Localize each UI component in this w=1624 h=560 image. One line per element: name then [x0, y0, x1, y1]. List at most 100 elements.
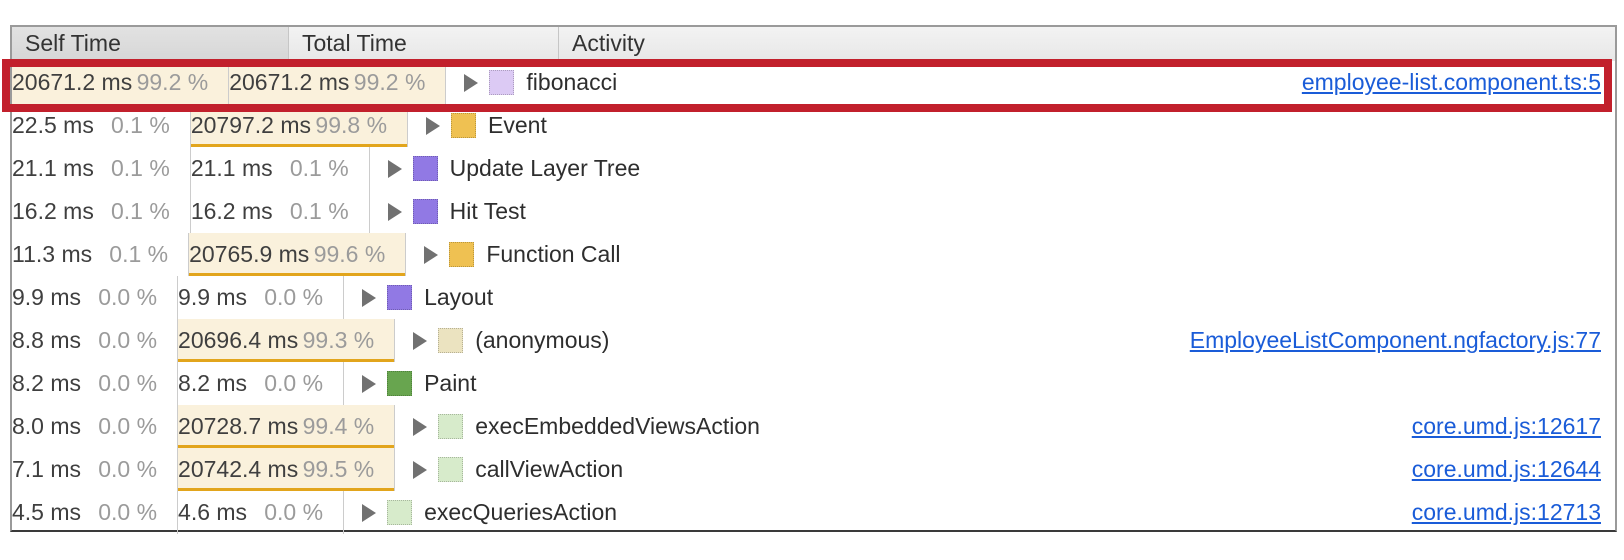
table-row[interactable]: 21.1 ms 0.1 % 21.1 ms 0.1 % Update Layer… — [12, 147, 1615, 190]
self-time-value: 7.1 ms — [12, 456, 82, 482]
self-time-value: 8.8 ms — [12, 327, 82, 353]
expand-arrow-icon[interactable] — [464, 73, 479, 92]
total-time-percent: 0.0 % — [264, 284, 324, 310]
total-time-cell: 20797.2 ms 99.8 % — [190, 104, 409, 147]
activity-cell: Hit Test — [370, 190, 1615, 233]
expand-arrow-icon[interactable] — [387, 202, 402, 221]
total-time-percent: 99.3 % — [302, 327, 375, 353]
category-swatch — [387, 371, 413, 396]
total-time-cell: 20742.4 ms 99.5 % — [178, 448, 396, 491]
total-time-cell: 4.6 ms 0.0 % — [178, 491, 345, 534]
self-time-cell: 7.1 ms 0.0 % — [12, 448, 179, 491]
total-time-cell: 20696.4 ms 99.3 % — [178, 319, 396, 362]
activity-label: Function Call — [486, 241, 621, 267]
table-row[interactable]: 11.3 ms 0.1 % 20765.9 ms 99.6 % Function… — [12, 233, 1615, 276]
self-time-value: 20671.2 ms — [12, 69, 133, 95]
self-time-value: 22.5 ms — [12, 112, 94, 138]
expand-arrow-icon[interactable] — [413, 417, 428, 436]
table-row[interactable]: 22.5 ms 0.1 % 20797.2 ms 99.8 % Event — [12, 104, 1615, 147]
activity-cell: Event — [408, 104, 1615, 147]
total-time-value: 20742.4 ms — [178, 456, 299, 482]
total-time-value: 21.1 ms — [190, 155, 273, 181]
table-row[interactable]: 8.0 ms 0.0 % 20728.7 ms 99.4 % execEmbed… — [12, 405, 1615, 448]
column-header-activity[interactable]: Activity — [559, 27, 1615, 61]
activity-cell: Paint — [344, 362, 1615, 405]
self-time-cell: 16.2 ms 0.1 % — [12, 190, 191, 233]
total-time-percent: 99.5 % — [302, 456, 375, 482]
category-swatch — [387, 500, 413, 525]
total-time-cell: 20671.2 ms 99.2 % — [229, 61, 447, 104]
total-time-cell: 20728.7 ms 99.4 % — [178, 405, 396, 448]
activity-cell: (anonymous) EmployeeListComponent.ngfact… — [395, 319, 1615, 362]
category-swatch — [412, 199, 438, 224]
self-time-percent: 0.1 % — [109, 241, 169, 267]
self-time-percent: 0.0 % — [98, 456, 158, 482]
source-link[interactable]: core.umd.js:12617 — [1411, 413, 1601, 439]
total-time-value: 16.2 ms — [190, 198, 273, 224]
table-row[interactable]: 9.9 ms 0.0 % 9.9 ms 0.0 % Layout — [12, 276, 1615, 319]
source-link[interactable]: core.umd.js:12644 — [1411, 456, 1601, 482]
expand-arrow-icon[interactable] — [387, 159, 402, 178]
self-time-percent: 99.2 % — [136, 69, 209, 95]
self-time-percent: 0.1 % — [111, 155, 170, 181]
self-time-cell: 11.3 ms 0.1 % — [12, 233, 190, 276]
category-swatch — [438, 328, 464, 353]
self-time-cell: 8.2 ms 0.0 % — [12, 362, 179, 405]
expand-arrow-icon[interactable] — [413, 331, 428, 350]
source-link[interactable]: employee-list.component.ts:5 — [1301, 69, 1601, 95]
activity-cell: callViewAction core.umd.js:12644 — [395, 448, 1615, 491]
expand-arrow-icon[interactable] — [362, 374, 377, 393]
source-link[interactable]: core.umd.js:12713 — [1411, 499, 1601, 525]
total-time-percent: 0.0 % — [264, 370, 324, 396]
self-time-cell: 4.5 ms 0.0 % — [12, 491, 179, 534]
table-row[interactable]: 16.2 ms 0.1 % 16.2 ms 0.1 % Hit Test — [12, 190, 1615, 233]
expand-arrow-icon[interactable] — [362, 288, 377, 307]
self-time-percent: 0.1 % — [111, 112, 170, 138]
self-time-cell: 8.0 ms 0.0 % — [12, 405, 179, 448]
total-time-percent: 0.1 % — [289, 155, 349, 181]
activity-cell: Function Call — [406, 233, 1615, 276]
table-row[interactable]: 20671.2 ms 99.2 % 20671.2 ms 99.2 % fibo… — [12, 61, 1615, 104]
activity-label: Update Layer Tree — [449, 155, 641, 181]
table-header: Self Time Total Time Activity — [12, 27, 1615, 61]
self-time-value: 16.2 ms — [12, 198, 94, 224]
activity-label: Layout — [424, 284, 494, 310]
self-time-cell: 9.9 ms 0.0 % — [12, 276, 179, 319]
activity-label: fibonacci — [526, 69, 618, 95]
total-time-cell: 9.9 ms 0.0 % — [178, 276, 345, 319]
total-time-value: 4.6 ms — [178, 499, 248, 525]
category-swatch — [412, 156, 438, 181]
category-swatch — [489, 70, 515, 95]
total-time-value: 20696.4 ms — [178, 327, 299, 353]
expand-arrow-icon[interactable] — [424, 245, 439, 264]
table-row[interactable]: 8.8 ms 0.0 % 20696.4 ms 99.3 % (anonymou… — [12, 319, 1615, 362]
source-link[interactable]: EmployeeListComponent.ngfactory.js:77 — [1189, 327, 1601, 353]
column-header-total-time[interactable]: Total Time — [289, 27, 559, 61]
category-swatch — [438, 414, 464, 439]
table-row[interactable]: 4.5 ms 0.0 % 4.6 ms 0.0 % execQueriesAct… — [12, 491, 1615, 534]
total-time-value: 8.2 ms — [178, 370, 248, 396]
total-time-percent: 99.2 % — [353, 69, 426, 95]
activity-cell: execEmbeddedViewsAction core.umd.js:1261… — [395, 405, 1615, 448]
category-swatch — [449, 242, 475, 267]
expand-arrow-icon[interactable] — [362, 503, 377, 522]
self-time-percent: 0.1 % — [111, 198, 170, 224]
self-time-value: 4.5 ms — [12, 499, 82, 525]
activity-cell: fibonacci employee-list.component.ts:5 — [446, 61, 1615, 104]
self-time-percent: 0.0 % — [98, 499, 158, 525]
self-time-percent: 0.0 % — [98, 284, 158, 310]
expand-arrow-icon[interactable] — [413, 460, 428, 479]
self-time-value: 9.9 ms — [12, 284, 82, 310]
column-header-self-time[interactable]: Self Time — [12, 27, 289, 61]
table-row[interactable]: 7.1 ms 0.0 % 20742.4 ms 99.5 % callViewA… — [12, 448, 1615, 491]
table-row[interactable]: 8.2 ms 0.0 % 8.2 ms 0.0 % Paint — [12, 362, 1615, 405]
activity-label: execEmbeddedViewsAction — [475, 413, 760, 439]
self-time-cell: 21.1 ms 0.1 % — [12, 147, 191, 190]
total-time-percent: 99.4 % — [302, 413, 375, 439]
bottom-up-table: Self Time Total Time Activity 20671.2 ms… — [10, 25, 1617, 534]
total-time-percent: 99.8 % — [315, 112, 388, 138]
activity-cell: Update Layer Tree — [370, 147, 1615, 190]
category-swatch — [387, 285, 413, 310]
activity-label: Hit Test — [449, 198, 526, 224]
expand-arrow-icon[interactable] — [426, 116, 441, 135]
